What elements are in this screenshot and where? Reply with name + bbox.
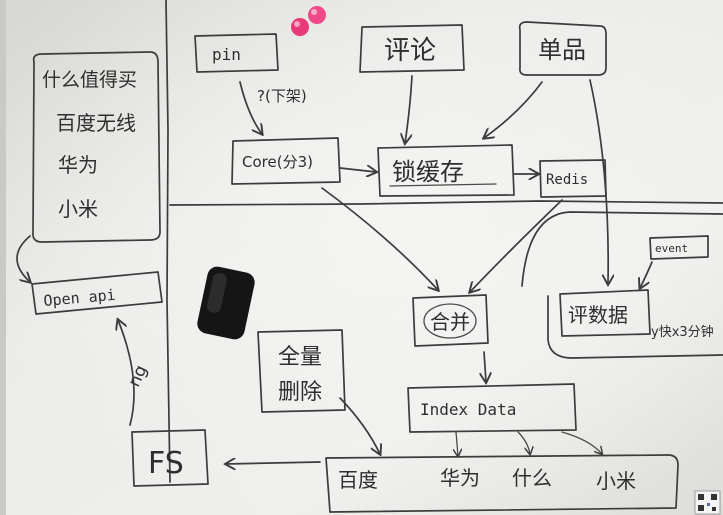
pink-magnet — [291, 18, 309, 36]
client-list-item: 华为 — [58, 153, 98, 177]
panel-to-openapi-arrow — [16, 235, 30, 282]
event-label: event — [655, 242, 688, 255]
full-label: 全量 — [278, 345, 322, 370]
event-to-review-arrow — [640, 261, 653, 288]
review-data-label: 评数据 — [568, 303, 628, 327]
item-to-cache-arrow — [484, 81, 543, 138]
core-box — [231, 137, 341, 185]
index-to-output-arrow — [517, 431, 530, 454]
pin-to-core-label: ?(下架) — [257, 87, 307, 105]
redis-label: Redis — [546, 172, 588, 188]
comment-box — [359, 24, 465, 73]
pin-to-core-arrow — [239, 81, 262, 134]
output-label: 百度 — [338, 468, 378, 492]
merge-circle — [423, 303, 477, 339]
client-list-item: 什么值得买 — [42, 69, 137, 91]
eraser — [197, 266, 255, 340]
outputs-to-fs-arrow — [226, 462, 321, 464]
core-to-cache-arrow — [339, 168, 376, 172]
pink-magnet — [308, 6, 326, 24]
index-data-label: Index Data — [420, 400, 516, 419]
merge-label: 合并 — [430, 310, 470, 334]
core-to-merge-arrow — [321, 187, 438, 290]
client-list-box — [32, 51, 161, 243]
fs-to-openapi-arrow — [118, 320, 135, 426]
pin-box — [194, 33, 279, 73]
comment-label: 评论 — [384, 36, 436, 66]
open-api-box — [31, 271, 163, 315]
magnet-highlight — [294, 21, 300, 27]
horizontal-divider — [169, 200, 723, 206]
client-list-item: 百度无线 — [56, 111, 136, 135]
board-left-edge — [0, 0, 6, 515]
fs-box — [131, 429, 209, 487]
full-delete-box — [257, 329, 346, 413]
cache-underline — [389, 183, 497, 187]
merge-to-index-arrow — [484, 351, 486, 382]
outputs-box — [325, 454, 679, 513]
review-data-box — [559, 289, 651, 337]
item-box — [518, 21, 607, 76]
core-label: Core(分3) — [242, 153, 313, 171]
index-to-output-arrow — [561, 431, 602, 454]
output-label: 什么 — [512, 466, 552, 490]
qr-code-sticker — [694, 490, 721, 515]
index-to-output-arrow — [456, 431, 458, 456]
output-label: 小米 — [596, 469, 636, 493]
cache-box — [377, 144, 515, 197]
vertical-divider — [165, 0, 171, 483]
event-box — [649, 235, 709, 260]
delete-label: 删除 — [278, 380, 322, 405]
cache-label: 锁缓存 — [392, 158, 464, 186]
redis-to-merge-arrow — [470, 199, 563, 292]
comment-to-cache-arrow — [405, 75, 413, 143]
merge-box — [412, 294, 489, 347]
index-data-box — [407, 383, 577, 433]
magnet-highlight — [311, 9, 317, 15]
review-note: y快x3分钟 — [651, 324, 714, 340]
fs-label: FS — [148, 446, 184, 481]
item-label: 单品 — [538, 36, 586, 64]
full-delete-to-output-arrow — [339, 397, 380, 454]
pin-label: pin — [212, 45, 241, 64]
output-label: 华为 — [440, 466, 480, 490]
item-to-review-arrow — [589, 79, 608, 284]
review-region — [521, 211, 723, 359]
client-list-item: 小米 — [58, 197, 98, 221]
redis-box — [539, 159, 607, 198]
